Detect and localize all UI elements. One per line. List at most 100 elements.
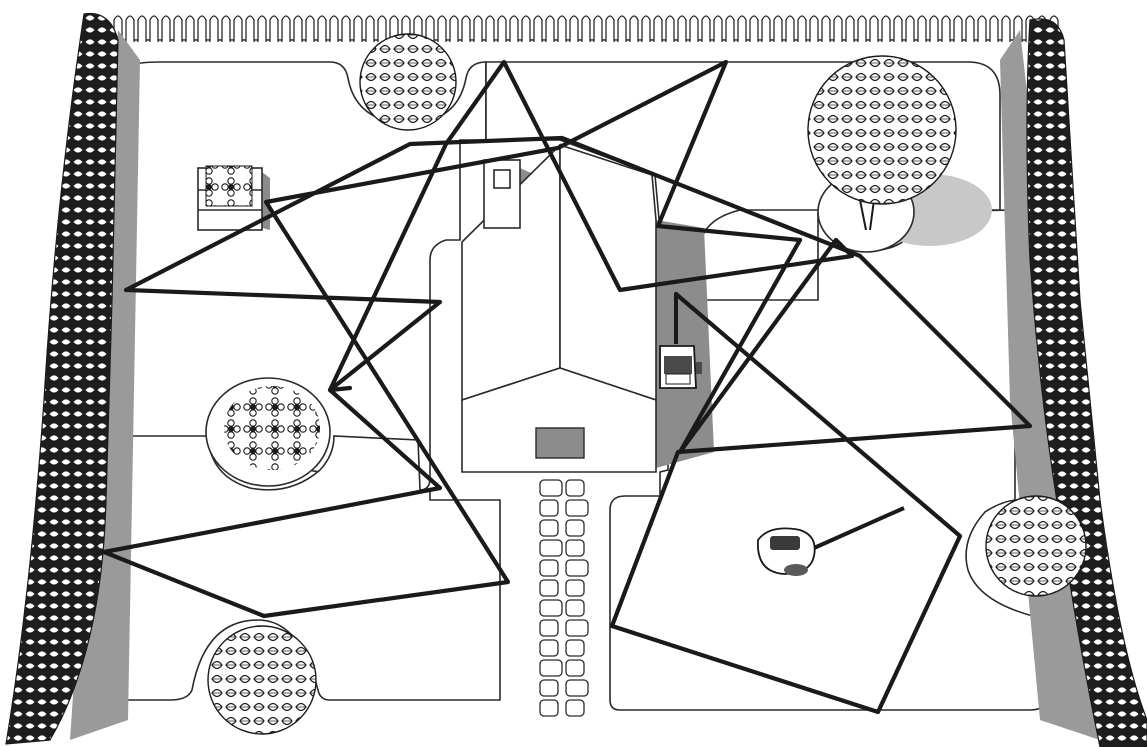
- fence-picket: [546, 16, 554, 42]
- stepping-stone: [566, 520, 584, 536]
- stepping-stone: [540, 700, 558, 716]
- fence-picket: [858, 16, 866, 42]
- fence-picket: [906, 16, 914, 42]
- fence-picket: [738, 16, 746, 42]
- fence-picket: [930, 16, 938, 42]
- fence-picket: [378, 16, 386, 42]
- stepping-stone: [566, 480, 584, 496]
- round-shrub-top: [360, 34, 456, 130]
- fence-picket: [438, 16, 446, 42]
- fence-picket: [630, 16, 638, 42]
- fence-picket: [978, 16, 986, 42]
- fence-picket: [354, 16, 362, 42]
- fence-picket: [954, 16, 962, 42]
- fence-picket: [1002, 16, 1010, 42]
- stepping-stone: [566, 540, 584, 556]
- picket-fence: [112, 16, 1058, 42]
- stepping-stone: [566, 560, 588, 576]
- fence-picket: [270, 16, 278, 42]
- fence-picket: [882, 16, 890, 42]
- fence-picket: [714, 16, 722, 42]
- fence-picket: [750, 16, 758, 42]
- fence-picket: [654, 16, 662, 42]
- fence-picket: [498, 16, 506, 42]
- fence-picket: [294, 16, 302, 42]
- fence-picket: [126, 16, 134, 42]
- fence-picket: [894, 16, 902, 42]
- fence-picket: [258, 16, 266, 42]
- stepping-stone: [540, 600, 562, 616]
- fence-picket: [246, 16, 254, 42]
- fence-picket: [150, 16, 158, 42]
- fence-picket: [726, 16, 734, 42]
- stepping-stone: [540, 560, 558, 576]
- fence-picket: [834, 16, 842, 42]
- fence-picket: [774, 16, 782, 42]
- fence-picket: [990, 16, 998, 42]
- fence-picket: [846, 16, 854, 42]
- fence-picket: [810, 16, 818, 42]
- fence-picket: [198, 16, 206, 42]
- stepping-stone: [540, 680, 558, 696]
- fence-picket: [606, 16, 614, 42]
- fence-picket: [966, 16, 974, 42]
- fence-picket: [330, 16, 338, 42]
- fence-picket: [510, 16, 518, 42]
- fence-picket: [474, 16, 482, 42]
- fence-picket: [450, 16, 458, 42]
- fence-picket: [678, 16, 686, 42]
- fence-picket: [594, 16, 602, 42]
- fence-picket: [186, 16, 194, 42]
- round-flower-bed: [206, 378, 330, 486]
- round-shrub-right: [986, 496, 1086, 596]
- round-shrub-bottom: [208, 626, 316, 734]
- fence-picket: [342, 16, 350, 42]
- stepping-stone: [540, 480, 562, 496]
- left-hedge: [6, 14, 140, 744]
- fence-picket: [522, 16, 530, 42]
- fence-picket: [234, 16, 242, 42]
- stepping-stone: [566, 680, 588, 696]
- fence-picket: [282, 16, 290, 42]
- fence-picket: [486, 16, 494, 42]
- fence-picket: [558, 16, 566, 42]
- stepping-stone: [540, 580, 558, 596]
- fence-picket: [666, 16, 674, 42]
- fence-picket: [642, 16, 650, 42]
- fence-picket: [690, 16, 698, 42]
- stepping-stone: [566, 640, 584, 656]
- stepping-stone: [566, 500, 588, 516]
- fence-picket: [870, 16, 878, 42]
- stepping-stone: [566, 580, 584, 596]
- fence-picket: [366, 16, 374, 42]
- fence-picket: [174, 16, 182, 42]
- fence-picket: [582, 16, 590, 42]
- fence-picket: [618, 16, 626, 42]
- fence-picket: [462, 16, 470, 42]
- fence-picket: [942, 16, 950, 42]
- fence-picket: [786, 16, 794, 42]
- fence-picket: [822, 16, 830, 42]
- stepping-stone: [566, 620, 588, 636]
- fence-picket: [702, 16, 710, 42]
- stepping-stone: [540, 500, 558, 516]
- stepping-stone: [540, 620, 558, 636]
- stepping-stone: [540, 640, 558, 656]
- fence-picket: [798, 16, 806, 42]
- stepping-stone: [566, 600, 584, 616]
- fence-picket: [138, 16, 146, 42]
- fence-picket: [762, 16, 770, 42]
- fence-picket: [534, 16, 542, 42]
- stepping-stone: [566, 700, 584, 716]
- fence-picket: [306, 16, 314, 42]
- fence-picket: [570, 16, 578, 42]
- fence-picket: [162, 16, 170, 42]
- fence-picket: [222, 16, 230, 42]
- fence-picket: [918, 16, 926, 42]
- stepping-stone: [540, 520, 558, 536]
- stepping-stone: [566, 660, 584, 676]
- stepping-stone: [540, 540, 562, 556]
- stepping-stone-path: [540, 480, 588, 716]
- fence-picket: [318, 16, 326, 42]
